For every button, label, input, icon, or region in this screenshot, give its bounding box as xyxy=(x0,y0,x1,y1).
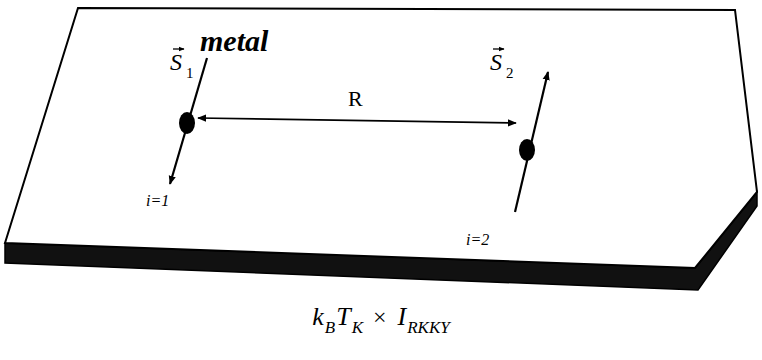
slab-top xyxy=(5,8,757,268)
material-label: metal xyxy=(200,26,268,56)
impurity-dot xyxy=(519,139,535,161)
spin-index: 2 xyxy=(506,66,514,81)
formula-symbol: I xyxy=(398,304,407,330)
formula-subscript: K xyxy=(352,319,363,336)
metal-slab: metal xyxy=(0,0,762,300)
formula-subscript: B xyxy=(325,319,335,336)
site-index: i=2 xyxy=(466,232,489,248)
distance-label: R xyxy=(348,88,363,110)
spin-symbol: S xyxy=(170,50,182,74)
site-index: i=1 xyxy=(146,193,169,209)
spin-index: 1 xyxy=(186,66,194,81)
slab-outline xyxy=(0,0,762,300)
formula-subscript: RKKY xyxy=(407,319,450,336)
formula-symbol: T xyxy=(336,304,350,330)
spin-symbol: S xyxy=(490,50,502,74)
impurity-dot xyxy=(179,112,195,134)
formula-symbol: k xyxy=(312,304,324,330)
formula-operator: × xyxy=(373,305,387,329)
